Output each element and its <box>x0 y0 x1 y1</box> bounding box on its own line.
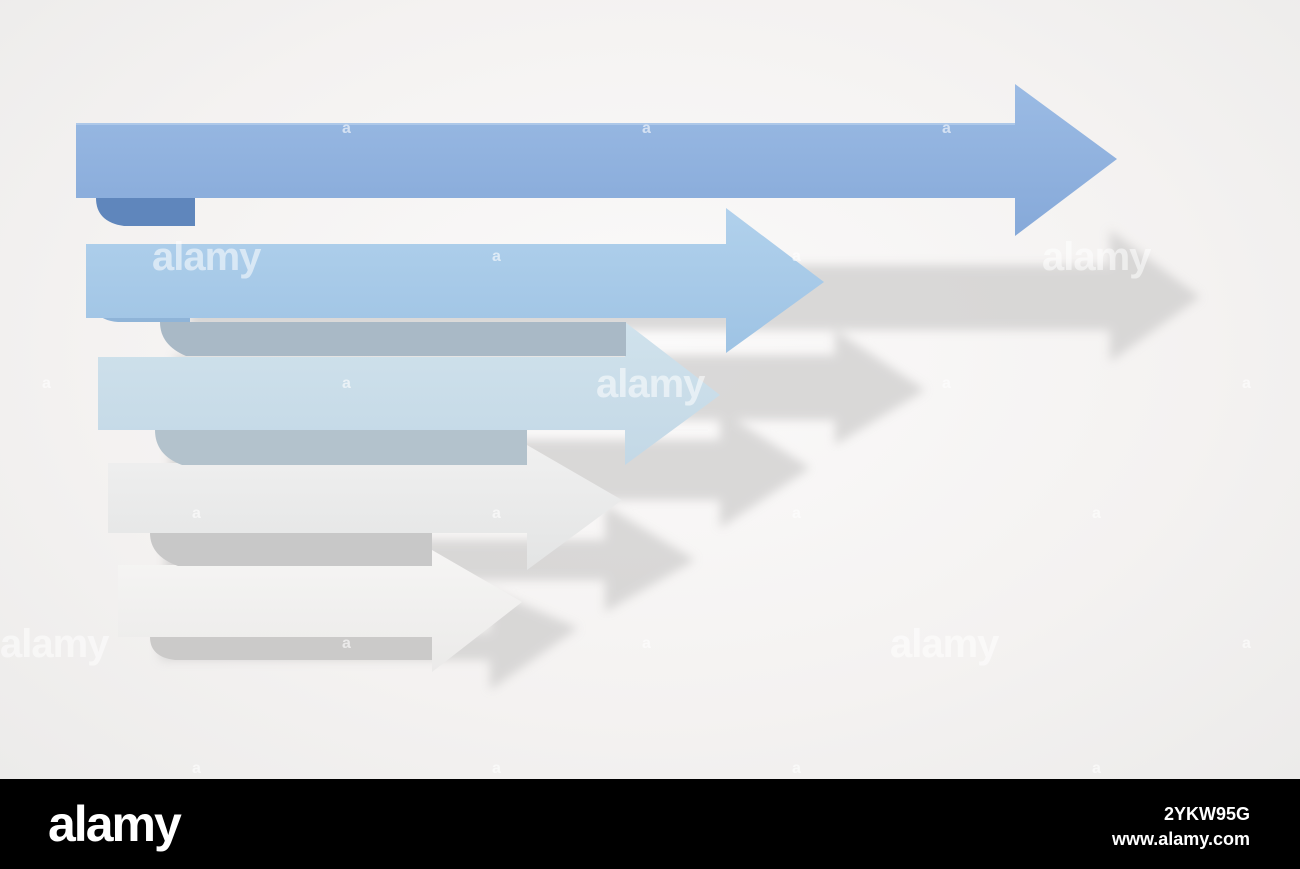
watermark-text: alamy <box>890 622 999 666</box>
alamy-logo: alamy <box>48 796 182 852</box>
watermark-mark: a <box>792 760 801 777</box>
stock-footer-bar: alamy 2YKW95G www.alamy.com <box>0 779 1300 869</box>
watermark-mark: a <box>492 760 501 777</box>
site-url: www.alamy.com <box>1111 829 1250 849</box>
arrow-1 <box>76 84 1117 236</box>
watermark-text: alamy <box>0 622 109 666</box>
arrow-5 <box>118 550 522 672</box>
arrow-4 <box>108 445 622 570</box>
watermark-mark: a <box>342 375 351 392</box>
watermark-text: alamy <box>152 235 261 279</box>
watermark-mark: a <box>642 635 651 652</box>
watermark-mark: a <box>192 505 201 522</box>
watermark-mark: a <box>1092 760 1101 777</box>
watermark-mark: a <box>42 375 51 392</box>
image-canvas: alamy alamy alamy alamy alamy a a a a a … <box>0 0 1300 779</box>
watermark-mark: a <box>942 375 951 392</box>
arrow-2 <box>86 208 824 356</box>
watermark-mark: a <box>492 248 501 265</box>
watermark-mark: a <box>492 505 501 522</box>
watermark-text: alamy <box>596 362 705 406</box>
watermark-text: alamy <box>1042 235 1151 279</box>
watermark-mark: a <box>1242 375 1251 392</box>
image-id: 2YKW95G <box>1163 804 1250 824</box>
watermark-mark: a <box>942 120 951 137</box>
watermark-mark: a <box>642 120 651 137</box>
watermark-mark: a <box>342 635 351 652</box>
watermark-mark: a <box>792 505 801 522</box>
arrow-3 <box>98 322 720 465</box>
watermark-mark: a <box>1092 505 1101 522</box>
watermark-mark: a <box>792 248 801 265</box>
watermark-mark: a <box>192 760 201 777</box>
watermark-mark: a <box>1242 635 1251 652</box>
arrow-illustration <box>76 84 1200 690</box>
watermark-mark: a <box>342 120 351 137</box>
